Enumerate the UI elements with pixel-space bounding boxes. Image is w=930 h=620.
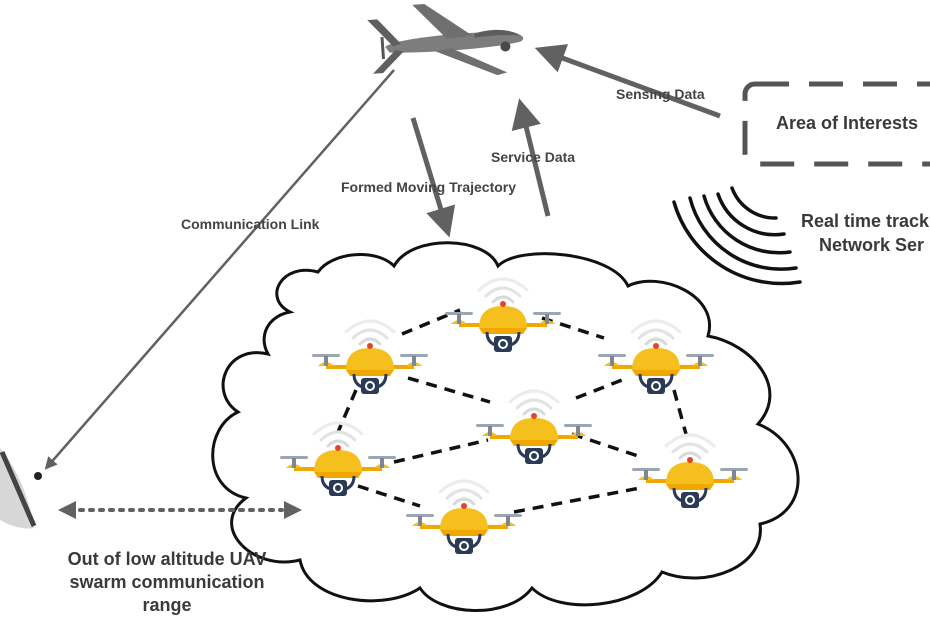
swarm-link: [575, 378, 623, 400]
trajectory-arrow: [410, 117, 456, 238]
signal-waves-icon: [672, 186, 802, 286]
service-data-arrow: [511, 98, 551, 217]
high-altitude-uav: [367, 4, 524, 76]
swarm-link: [336, 389, 358, 433]
antenna-feed-icon: [34, 472, 42, 480]
trajectory-label: Formed Moving Trajectory: [341, 179, 516, 195]
swarm-link: [541, 316, 605, 340]
swarm-links: [336, 308, 688, 514]
swarm-link: [407, 376, 491, 404]
out-of-range-label-line1: Out of low altitude UAV: [68, 549, 267, 569]
area-of-interests-box: [742, 81, 930, 167]
swarm-link: [357, 484, 421, 508]
out-of-range-label-line3: range: [142, 595, 191, 615]
swarm-link: [513, 486, 641, 514]
sensing-data-label: Sensing Data: [616, 86, 705, 102]
real-time-tracking-label-line1: Real time track: [801, 211, 930, 231]
communication-link-label: Communication Link: [181, 216, 320, 232]
swarm-link: [393, 438, 489, 464]
area-of-interests-label: Area of Interests: [776, 113, 918, 133]
swarm-link: [571, 432, 645, 460]
out-of-range-arrowhead-right: [284, 501, 302, 519]
out-of-range-arrowhead-left: [58, 501, 76, 519]
communication-link-arrow: [44, 69, 395, 470]
ground-station: [0, 448, 42, 529]
swarm-link: [401, 308, 461, 336]
swarm-link: [672, 389, 688, 435]
real-time-tracking-label-line2: Network Ser: [819, 235, 924, 255]
service-data-label: Service Data: [491, 149, 575, 165]
sensing-data-arrow: [534, 44, 721, 119]
out-of-range-label-line2: swarm communication: [69, 572, 264, 592]
